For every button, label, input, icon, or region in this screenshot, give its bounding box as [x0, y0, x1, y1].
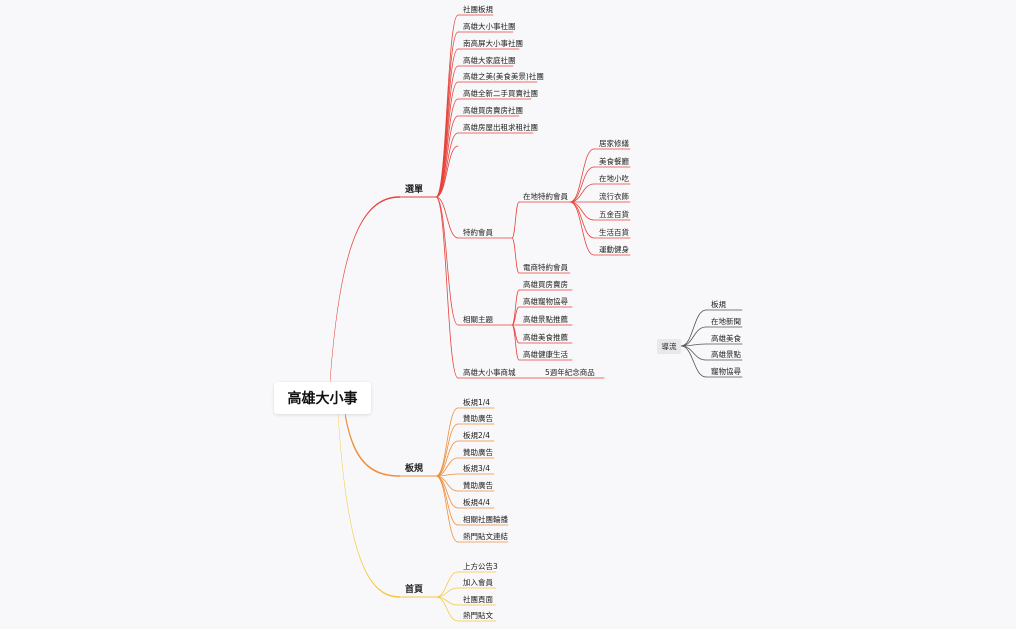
- local-member-item[interactable]: 五金百貨: [599, 210, 629, 219]
- menu-item[interactable]: 高雄之美(美食美景)社團: [463, 72, 544, 81]
- link-home-item: [435, 596, 459, 622]
- rules-item[interactable]: 相關社團輪播: [463, 515, 508, 524]
- main-branch-home: [338, 410, 400, 598]
- branch-home-label[interactable]: 首頁: [405, 585, 424, 595]
- link-home-item: [435, 587, 459, 598]
- link-local-item: [569, 166, 595, 203]
- link-topics: [435, 196, 459, 326]
- rules-item[interactable]: 板規4/4: [463, 498, 491, 507]
- link-menu-stub: [435, 145, 459, 198]
- link-floating-item: [680, 309, 707, 347]
- link-local-item: [569, 201, 595, 239]
- link-local-item: [569, 183, 595, 203]
- ecommerce-member[interactable]: 電商特約會員: [523, 263, 568, 272]
- home-item[interactable]: 社團頁面: [463, 595, 493, 604]
- link-mall: [435, 196, 459, 379]
- local-member-item[interactable]: 居家修繕: [599, 139, 629, 148]
- link-rules-item: [435, 440, 459, 477]
- mall-child[interactable]: 5週年紀念商品: [545, 368, 595, 377]
- link-topic-item: [511, 324, 520, 361]
- local-member-label[interactable]: 在地特約會員: [523, 192, 568, 201]
- link-rules-item: [435, 475, 459, 543]
- rules-item[interactable]: 熱門貼文連結: [463, 532, 508, 541]
- main-branch-rules: [345, 410, 400, 477]
- rules-item[interactable]: 贊助廣告: [463, 481, 493, 490]
- rules-item[interactable]: 贊助廣告: [463, 448, 493, 457]
- link-topic-item: [511, 306, 520, 326]
- topic-item[interactable]: 高雄景點推薦: [523, 315, 568, 324]
- floating-item[interactable]: 在地新聞: [711, 317, 741, 326]
- local-member-item[interactable]: 生活百貨: [599, 228, 629, 237]
- local-member-item[interactable]: 流行衣飾: [599, 192, 629, 201]
- special-member-label[interactable]: 特約會員: [463, 228, 493, 237]
- rules-item[interactable]: 板規3/4: [463, 464, 491, 473]
- local-member-item[interactable]: 美食餐廳: [599, 157, 629, 166]
- topic-item[interactable]: 高雄寵物協尋: [523, 297, 568, 306]
- link-local-item: [569, 201, 595, 256]
- link-floating-item: [680, 345, 707, 361]
- link-local-item: [569, 148, 595, 203]
- link-ecommerce: [511, 237, 520, 274]
- main-branch-menu: [330, 196, 400, 386]
- link-menu-item: [435, 115, 459, 198]
- topic-item[interactable]: 高雄美食推薦: [523, 333, 568, 342]
- floating-item[interactable]: 高雄美食: [711, 334, 741, 343]
- local-member-item[interactable]: 運動健身: [599, 245, 629, 254]
- rules-item[interactable]: 板規1/4: [463, 398, 491, 407]
- floating-item[interactable]: 寵物協尋: [711, 367, 741, 376]
- rules-item[interactable]: 贊助廣告: [463, 414, 493, 423]
- link-rules-item: [435, 475, 459, 509]
- home-item[interactable]: 上方公告3: [463, 562, 498, 571]
- menu-item[interactable]: 高雄全新二手買賣社團: [463, 89, 538, 98]
- menu-item[interactable]: 高雄大小事社團: [463, 22, 516, 31]
- link-menu-item: [435, 98, 459, 198]
- link-floating-item: [680, 326, 707, 347]
- link-rules-item: [435, 457, 459, 477]
- menu-item[interactable]: 高雄大家庭社團: [463, 56, 516, 65]
- menu-item[interactable]: 南高屏大小事社團: [463, 39, 523, 48]
- topic-item[interactable]: 高雄健康生活: [523, 350, 568, 359]
- topic-item[interactable]: 高雄買房賣房: [523, 280, 568, 289]
- menu-item[interactable]: 社團板規: [463, 5, 493, 14]
- link-rules-item: [435, 423, 459, 477]
- link-menu-item: [435, 81, 459, 198]
- rules-item[interactable]: 板規2/4: [463, 431, 491, 440]
- floating-topic[interactable]: 導流: [657, 339, 681, 354]
- root-topic[interactable]: 高雄大小事: [274, 382, 371, 414]
- mall-label[interactable]: 高雄大小事商城: [463, 368, 516, 377]
- topics-label[interactable]: 相關主題: [463, 315, 493, 324]
- branch-menu-label[interactable]: 選單: [405, 185, 424, 195]
- floating-item[interactable]: 高雄景點: [711, 350, 741, 359]
- link-local-item: [569, 201, 595, 221]
- home-item[interactable]: 熱門貼文: [463, 611, 493, 620]
- menu-item[interactable]: 高雄房屋出租求租社團: [463, 123, 538, 132]
- menu-item[interactable]: 高雄買房賣房社團: [463, 106, 523, 115]
- link-floating-item: [680, 345, 707, 378]
- link-home-item: [435, 571, 459, 598]
- floating-item[interactable]: 板規: [711, 300, 726, 309]
- home-item[interactable]: 加入會員: [463, 578, 493, 587]
- link-local: [511, 201, 520, 239]
- branch-rules-label[interactable]: 板規: [405, 464, 424, 474]
- link-special: [435, 196, 459, 239]
- local-member-item[interactable]: 在地小吃: [599, 174, 629, 183]
